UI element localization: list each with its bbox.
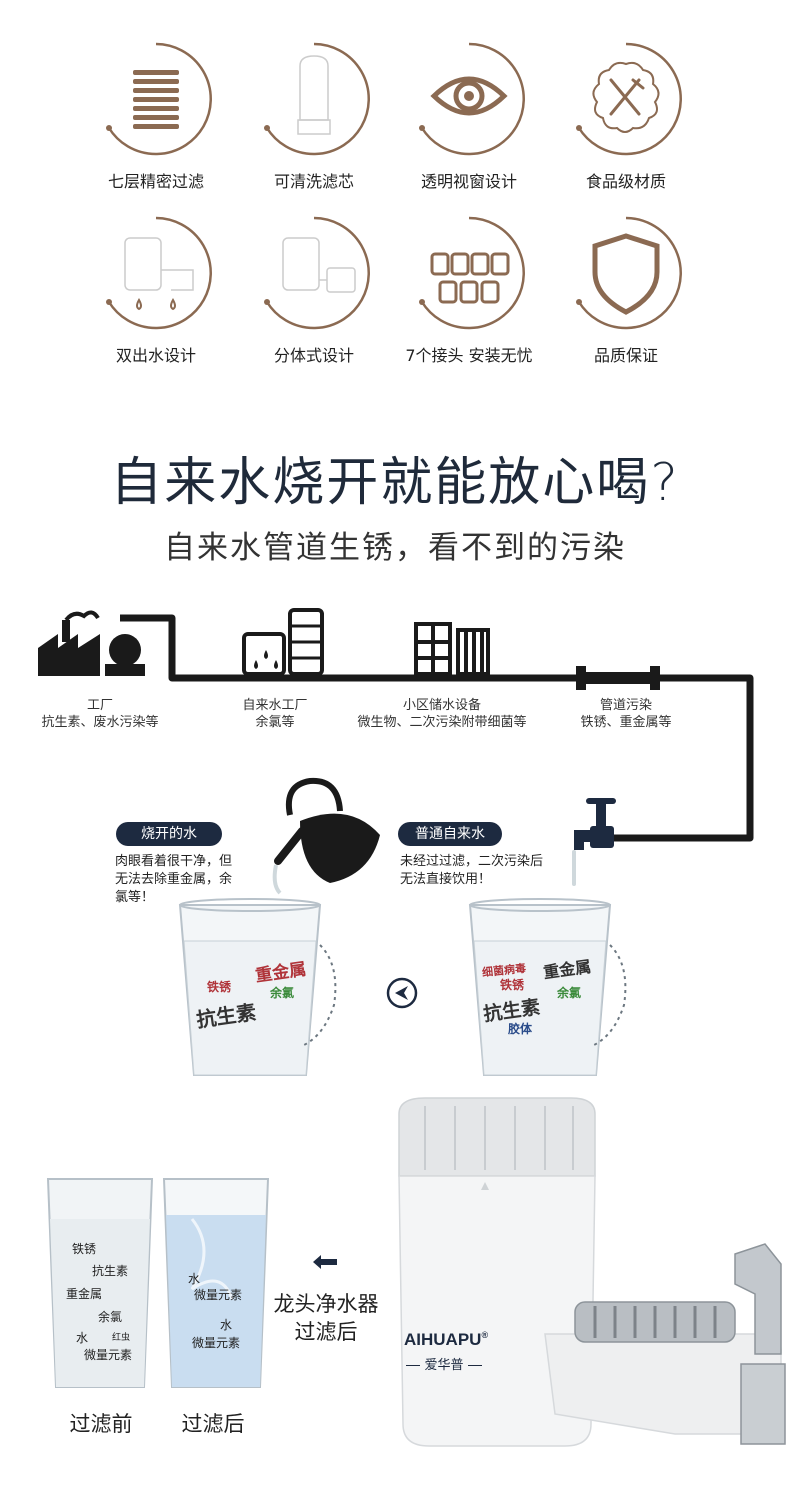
stage-detail: 余氯等 <box>255 715 295 730</box>
desc-line: 肉眼看着很干净，但 <box>115 854 233 869</box>
desc-line: 无法去除重金属，余 <box>115 872 233 887</box>
before-word: 微量元素 <box>84 1348 133 1362</box>
after-word: 微量元素 <box>192 1336 241 1350</box>
eye-icon <box>419 42 525 156</box>
pipe-segment-icon <box>576 666 660 690</box>
stage-title: 自来水工厂 <box>242 698 308 713</box>
tap-water-description: 未经过过滤，二次污染后 无法直接饮用！ <box>400 853 580 889</box>
glass-word-chlorine: 余氯 <box>557 986 582 1000</box>
tap-water-stream <box>572 850 576 886</box>
page-subtitle: 自来水管道生锈，看不到的污染 <box>164 530 626 566</box>
feature-label: 透明视窗设计 <box>420 172 517 191</box>
before-filter-glass <box>46 1178 154 1388</box>
product-caption: 龙头净水器 过滤后 <box>262 1290 390 1346</box>
feature-label: 七层精密过滤 <box>107 172 204 191</box>
factory-icon <box>38 610 145 676</box>
brand-logo: AIHUAPU® <box>404 1330 488 1350</box>
feature-label: 品质保证 <box>593 346 658 365</box>
dual-outlet-icon <box>106 216 212 330</box>
faucet-icon <box>574 798 616 850</box>
before-word: 余氯 <box>98 1310 123 1324</box>
pipeline-stage-storage: 小区储水设备 微生物、二次污染附带细菌等 <box>342 697 542 731</box>
before-word: 水 <box>76 1331 89 1345</box>
after-word: 微量元素 <box>194 1288 243 1302</box>
tap-water-badge: 普通自来水 <box>398 822 502 846</box>
desc-line: 氯等！ <box>115 890 155 905</box>
arrow-left-icon <box>386 977 418 1009</box>
stage-title: 小区储水设备 <box>402 698 481 713</box>
shield-icon <box>576 216 682 330</box>
before-word: 重金属 <box>66 1287 103 1301</box>
brand-name: AIHUAPU <box>404 1330 482 1349</box>
feature-label: 双出水设计 <box>115 346 196 365</box>
glass-word-colloid: 胶体 <box>508 1022 533 1036</box>
building-icon <box>414 622 490 676</box>
pipeline-stage-pipes: 管道污染 铁锈、重金属等 <box>566 697 686 731</box>
brand-cn-label: 爱华普 <box>424 1358 464 1373</box>
tap-water-glass <box>468 898 627 1076</box>
after-filter-label: 过滤后 <box>181 1412 245 1436</box>
caption-line: 过滤后 <box>294 1320 358 1344</box>
desc-line: 未经过过滤，二次污染后 <box>400 854 544 869</box>
pipeline-stage-factory: 工厂 抗生素、废水污染等 <box>20 697 180 731</box>
boiled-water-glass <box>178 898 337 1076</box>
feature-label: 食品级材质 <box>585 172 666 191</box>
caption-line: 龙头净水器 <box>273 1292 379 1316</box>
kettle-icon <box>272 777 380 895</box>
desc-line: 无法直接饮用！ <box>400 872 492 887</box>
glass-word-chlorine: 余氯 <box>270 986 295 1000</box>
after-word: 水 <box>188 1272 201 1286</box>
glass-word-rust: 铁锈 <box>207 980 232 994</box>
stage-detail: 铁锈、重金属等 <box>580 715 672 730</box>
brand-registered-mark: ® <box>481 1330 489 1340</box>
split-design-icon <box>264 216 370 330</box>
feature-label: 可清洗滤芯 <box>273 172 354 191</box>
glass-word-rust: 铁锈 <box>500 978 525 992</box>
boiled-water-badge: 烧开的水 <box>116 822 222 846</box>
stage-detail: 抗生素、废水污染等 <box>41 715 159 730</box>
after-word: 水 <box>220 1318 233 1332</box>
boiled-water-description: 肉眼看着很干净，但 无法去除重金属，余 氯等！ <box>115 853 265 907</box>
before-word: 抗生素 <box>92 1264 129 1278</box>
pipeline-diagram <box>38 608 754 850</box>
stage-title: 工厂 <box>86 698 113 713</box>
water-plant-icon <box>242 608 324 676</box>
brand-chinese-name: 爱华普 <box>402 1354 486 1373</box>
pipeline-stage-water-plant: 自来水工厂 余氯等 <box>215 697 335 731</box>
before-word: 红虫 <box>112 1333 131 1343</box>
connectors-icon <box>419 216 525 330</box>
filter-layers-icon <box>106 42 212 156</box>
water-filter-product <box>398 1097 786 1447</box>
stage-detail: 微生物、二次污染附带细菌等 <box>357 715 527 730</box>
before-filter-label: 过滤前 <box>69 1412 133 1436</box>
arrow-left-icon <box>313 1255 337 1269</box>
page-title: 自来水烧开就能放心喝? <box>110 453 680 513</box>
after-filter-glass <box>162 1178 270 1388</box>
before-word: 铁锈 <box>72 1242 97 1256</box>
filter-cartridge-icon <box>264 42 370 156</box>
feature-label: 7个接头 安装无忧 <box>405 346 533 365</box>
stage-title: 管道污染 <box>599 698 652 713</box>
feature-label: 分体式设计 <box>273 346 354 365</box>
fork-knife-icon <box>576 42 682 156</box>
